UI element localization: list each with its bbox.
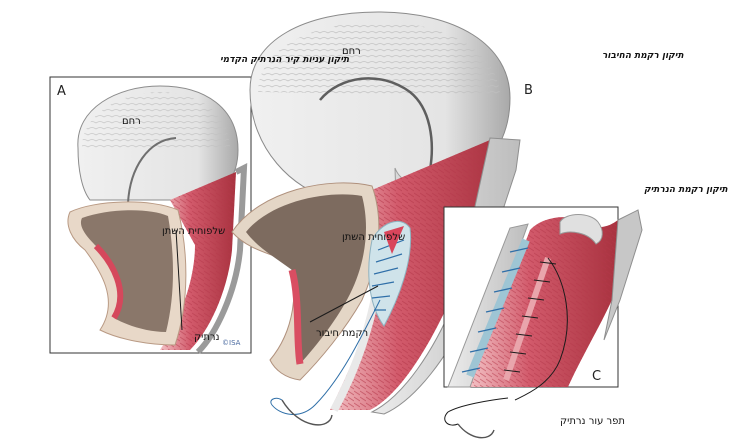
- title-a: תיקון עניות קיר הנרתיק הקדמי: [220, 55, 350, 65]
- vagina-c: [447, 209, 643, 388]
- label-vagina-a: נרתיק: [194, 332, 220, 343]
- uterus-b: [249, 11, 511, 201]
- vagina-a: [160, 163, 248, 355]
- label-bladder-a: שלפוחית השתן: [162, 226, 225, 237]
- copyright-mark: ©ISA: [222, 339, 241, 347]
- label-uterus-b: רחם: [342, 46, 361, 57]
- title-b: תיקון רקמת החיבור: [602, 51, 684, 61]
- vaginal-skin-suture-c: [444, 257, 568, 439]
- panel-letter-a: A: [57, 84, 66, 99]
- needle-thread-b: [270, 285, 381, 426]
- panel-letter-b: B: [524, 83, 533, 98]
- panel-letter-c: C: [592, 369, 601, 384]
- label-vaginal-skin-suture: תפר עור נרתיק: [560, 416, 625, 427]
- bladder-a: [67, 201, 187, 346]
- vagina-leader-a: [175, 229, 183, 331]
- connective-tissue-suture-c: [461, 238, 530, 378]
- label-uterus-a: רחם: [122, 116, 141, 127]
- panel-c: [443, 206, 643, 439]
- label-bladder-b: שלפוחית השתן: [342, 232, 405, 243]
- connective-tissue-repair-b: [368, 220, 412, 327]
- label-connective-tissue: רקמת חיבור: [316, 328, 368, 339]
- title-c: תיקון רקמת הנרתיק: [644, 185, 729, 195]
- uterus-a: [77, 85, 239, 204]
- bladder-b: [231, 182, 380, 381]
- panel-a: [49, 76, 252, 355]
